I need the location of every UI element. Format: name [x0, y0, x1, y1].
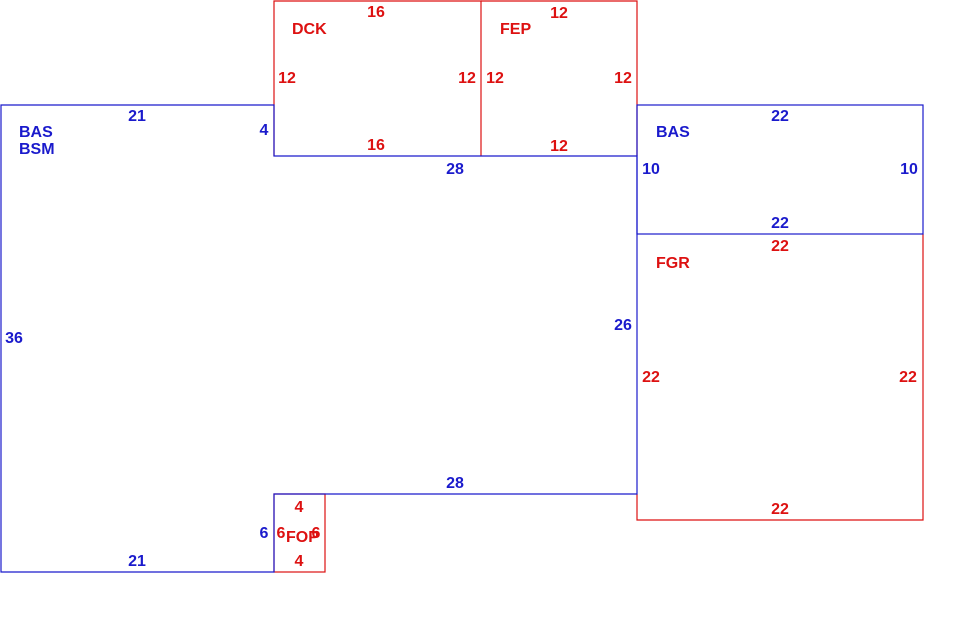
- area-bas-main: BAS BSM 21 4 28 36 26 28 6 21: [0, 104, 638, 573]
- fop-dim-bottom: 4: [295, 553, 304, 570]
- area-fgr: FGR 22 22 22 22: [636, 234, 924, 521]
- fgr-dim-right: 22: [899, 369, 917, 386]
- fep-outline: [481, 0, 638, 156]
- fop-code: FOP: [286, 529, 319, 546]
- bas-main-dim-bottom-notch: 6: [260, 525, 269, 542]
- dck-dim-bottom: 16: [367, 137, 385, 154]
- bas-main-dim-right: 26: [614, 317, 632, 334]
- bas-main-dim-top-mid: 28: [446, 161, 464, 178]
- fgr-dim-bottom: 22: [771, 501, 789, 518]
- bas-main-dim-top-left: 21: [128, 108, 146, 125]
- bas-main-dim-bottom-left: 21: [128, 553, 146, 570]
- bas-right-dim-right: 10: [900, 161, 918, 178]
- fgr-dim-top: 22: [771, 238, 789, 255]
- fop-dim-right: 6: [312, 525, 321, 542]
- dck-dim-top: 16: [367, 4, 385, 21]
- area-fep: FEP 12 12 12 12: [481, 0, 638, 156]
- dck-dim-right: 12: [458, 70, 476, 87]
- bas-right-code: BAS: [656, 124, 690, 141]
- bas-main-dim-bottom-mid: 28: [446, 475, 464, 492]
- area-dck: DCK 16 12 12 16: [273, 0, 482, 156]
- bas-main-code: BAS: [19, 124, 53, 141]
- bas-right-outline: [636, 104, 924, 235]
- fop-dim-left: 6: [277, 525, 286, 542]
- fgr-dim-left: 22: [642, 369, 660, 386]
- fep-dim-bottom: 12: [550, 138, 568, 155]
- area-bas-right: BAS 22 10 10 22: [636, 104, 924, 235]
- fep-dim-top: 12: [550, 5, 568, 22]
- bas-right-dim-left: 10: [642, 161, 660, 178]
- bas-main-dim-left: 36: [5, 330, 23, 347]
- bsm-main-code: BSM: [19, 141, 55, 158]
- fep-code: FEP: [500, 21, 531, 38]
- fep-dim-right: 12: [614, 70, 632, 87]
- fgr-outline: [636, 234, 924, 521]
- bas-main-outline: [0, 104, 638, 573]
- bas-right-dim-top: 22: [771, 108, 789, 125]
- dck-outline: [273, 0, 482, 156]
- fep-dim-left: 12: [486, 70, 504, 87]
- fgr-code: FGR: [656, 255, 690, 272]
- dck-code: DCK: [292, 21, 327, 38]
- area-fop: 4 6 6 FOP 4: [273, 493, 326, 573]
- bas-main-dim-notch: 4: [260, 122, 269, 139]
- bas-right-dim-bottom: 22: [771, 215, 789, 232]
- dck-dim-left: 12: [278, 70, 296, 87]
- fop-dim-top: 4: [295, 499, 304, 516]
